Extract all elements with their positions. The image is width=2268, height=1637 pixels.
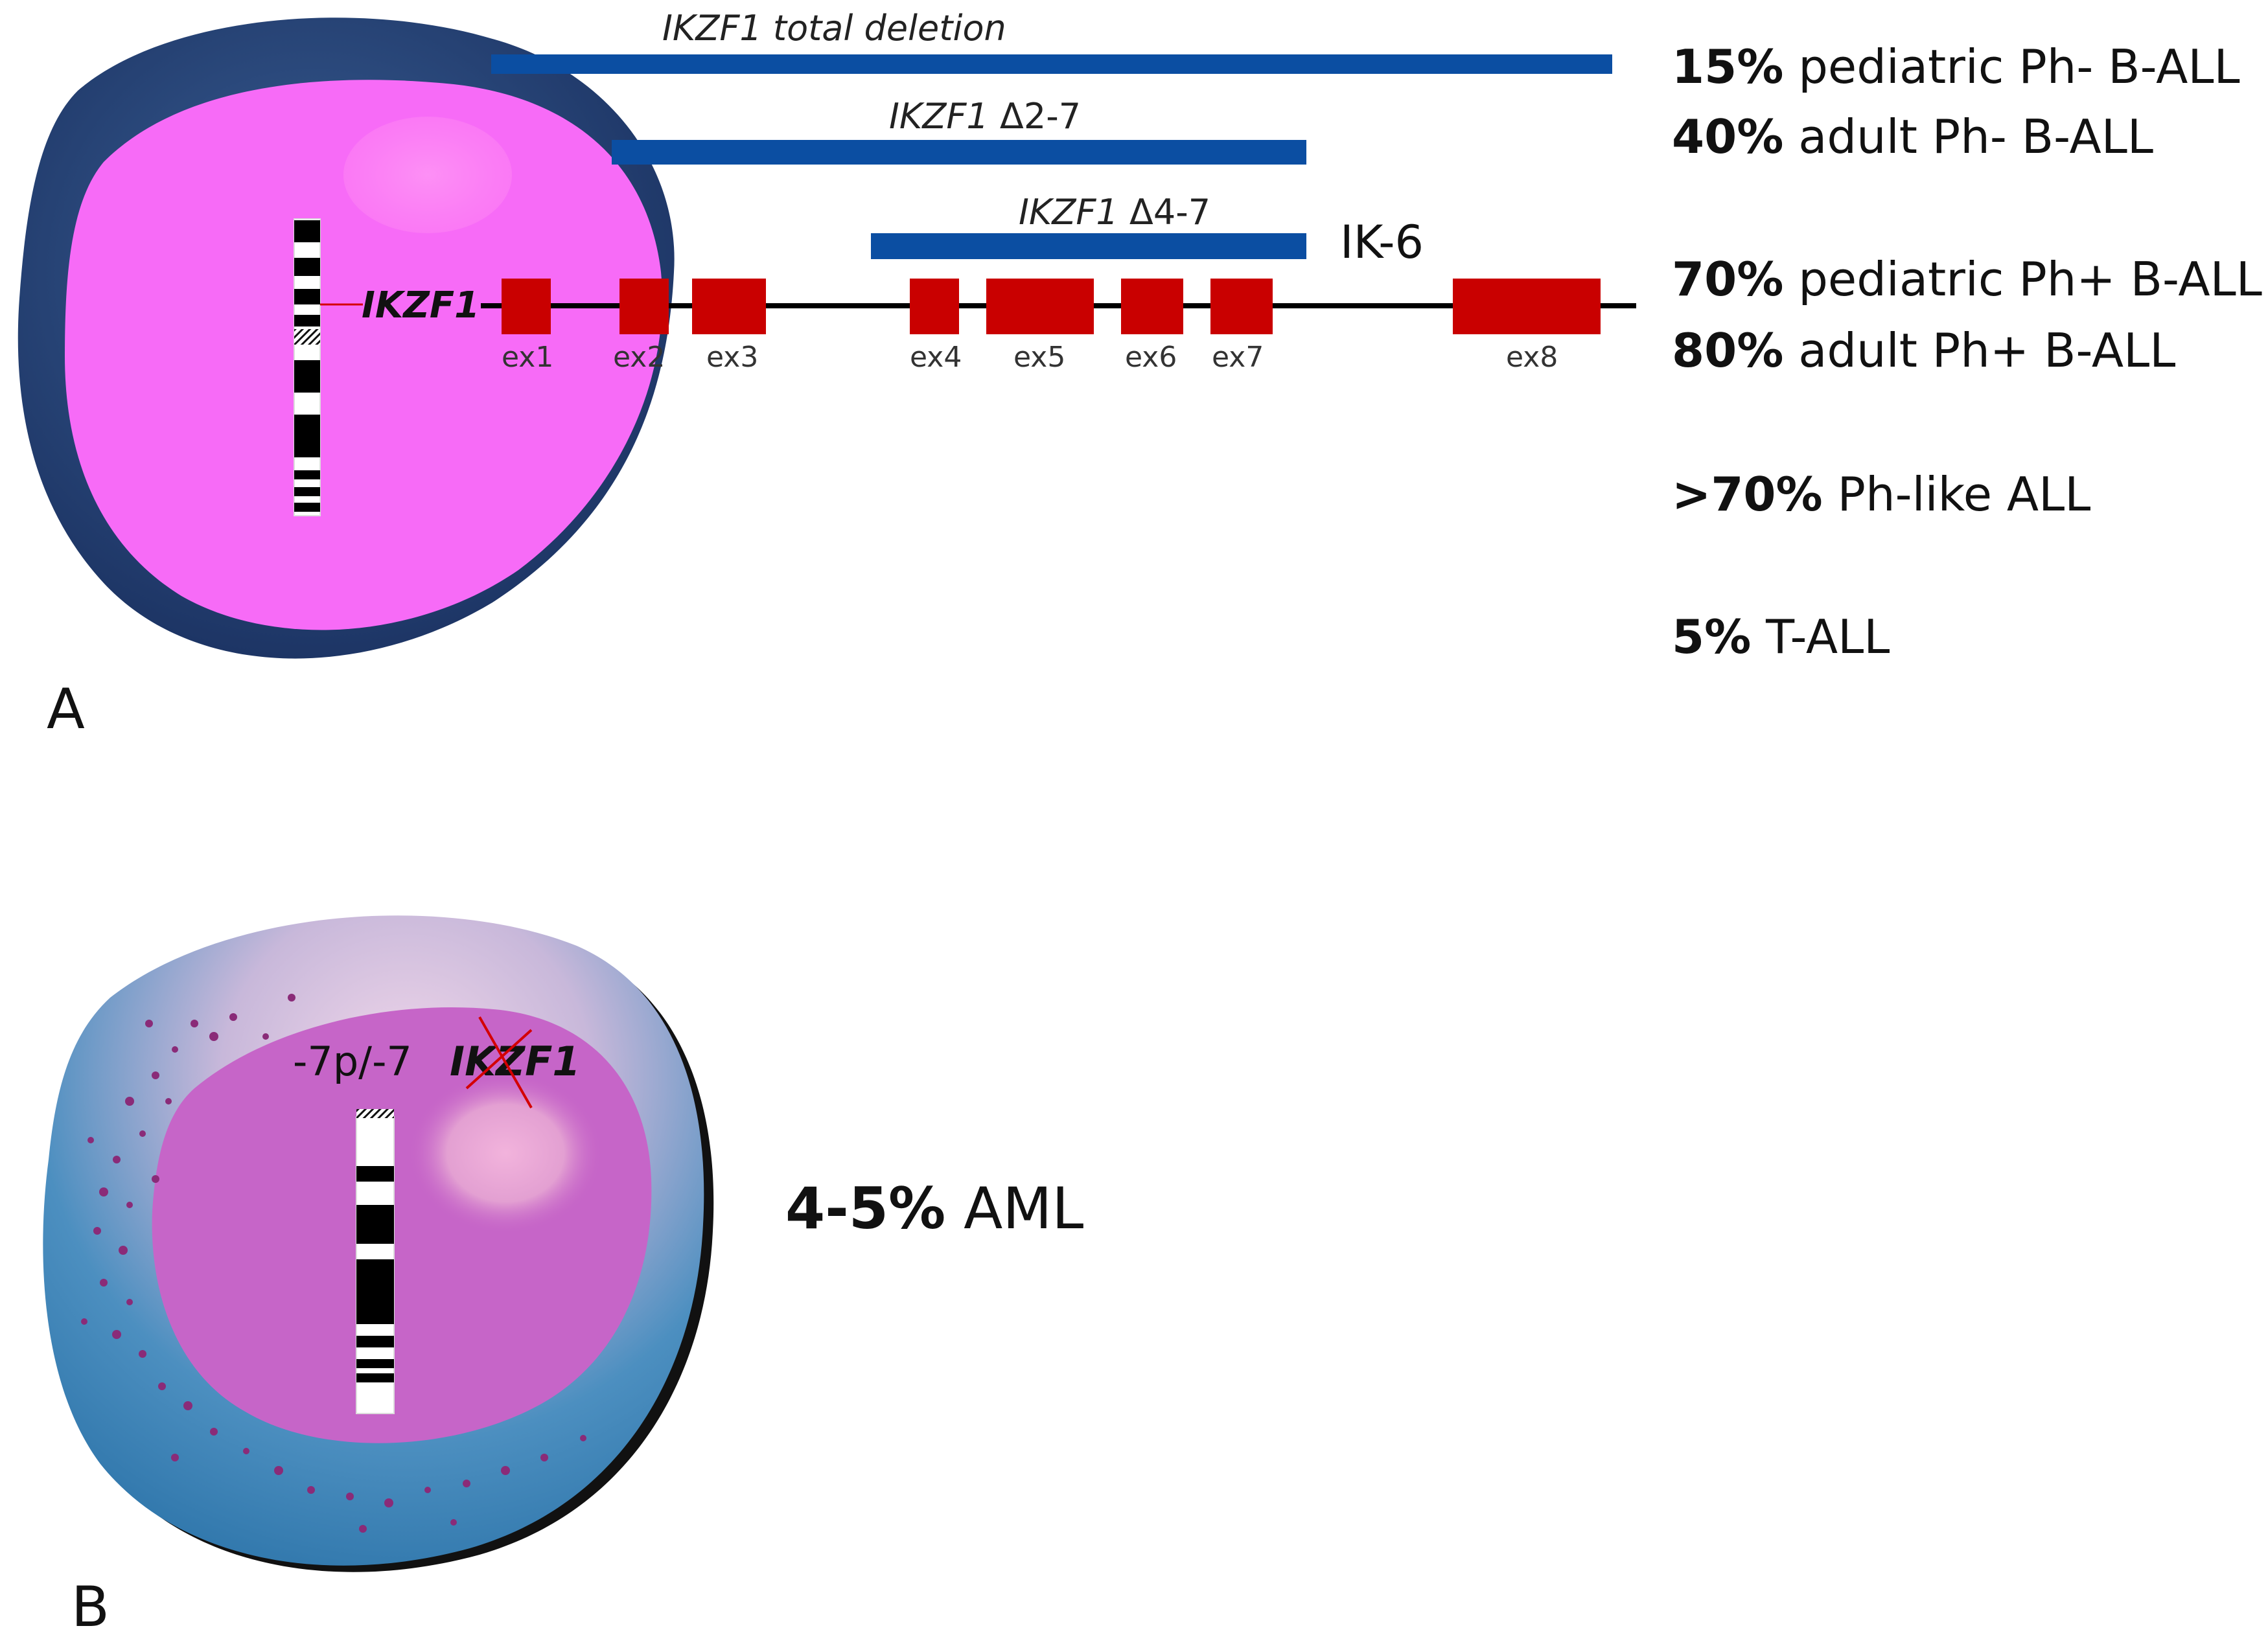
panel-letter-a: A <box>47 677 85 742</box>
cell-a-nucleolus <box>343 117 512 233</box>
exon-label: ex1 <box>502 341 553 374</box>
chromosome-label-b: -7p/-7 <box>293 1038 412 1085</box>
cell-a <box>17 17 675 659</box>
isoform-label: IK-6 <box>1340 216 1424 269</box>
deletion-label-d2-7: IKZF1 Δ2-7 <box>889 96 1081 137</box>
chromosome-7-b <box>356 1109 395 1414</box>
gene-map: IKZF1 ex1 ex2 ex3 ex4 ex5 ex6 ex7 ex8 <box>362 279 1636 374</box>
frequency-list-a: 15% pediatric Ph- B-ALL 40% adult Ph- B-… <box>1672 40 2262 664</box>
frequency-line: >70% Ph-like ALL <box>1672 467 2090 521</box>
cell-b <box>43 915 714 1572</box>
exon-box <box>619 279 669 334</box>
exon-box <box>1453 279 1601 334</box>
exon-label: ex4 <box>910 341 962 374</box>
frequency-line: 15% pediatric Ph- B-ALL <box>1672 40 2240 94</box>
exon-box <box>692 279 766 334</box>
panel-a: IKZF1 total deletion IKZF1 Δ2-7 IKZF1 Δ4… <box>17 8 2262 742</box>
deletion-bar-d2-7 <box>612 140 1306 165</box>
exon-label: ex7 <box>1212 341 1264 374</box>
exon-box <box>1210 279 1273 334</box>
exon-box <box>986 279 1094 334</box>
cell-a-nucleus <box>65 80 662 630</box>
frequency-line: 40% adult Ph- B-ALL <box>1672 109 2153 164</box>
deletion-label-d4-7: IKZF1 Δ4-7 <box>1019 192 1210 233</box>
exon-box <box>502 279 551 334</box>
exon-label: ex5 <box>1013 341 1065 374</box>
exon-label: ex2 <box>613 341 665 374</box>
deletion-bars: IKZF1 total deletion IKZF1 Δ2-7 IKZF1 Δ4… <box>491 8 1612 269</box>
frequency-line: 80% adult Ph+ B-ALL <box>1672 323 2175 378</box>
deletion-bar-total <box>491 54 1612 74</box>
exon-box <box>910 279 959 334</box>
chromosome-7-a <box>294 218 321 516</box>
deleted-gene-cross <box>465 1016 533 1108</box>
frequency-line: 5% T-ALL <box>1672 610 1890 664</box>
exon-label: ex8 <box>1506 341 1558 374</box>
exon-label: ex6 <box>1125 341 1177 374</box>
frequency-line: 70% pediatric Ph+ B-ALL <box>1672 252 2262 306</box>
cell-b-nucleolus <box>408 1072 603 1234</box>
cytoplasm-granules <box>81 994 586 1533</box>
deletion-label-total: IKZF1 total deletion <box>662 8 1006 49</box>
frequency-aml: 4-5% AML <box>785 1175 1083 1242</box>
panel-b: -7p/-7 IKZF1 4-5% AML B <box>43 915 1083 1637</box>
deletion-bar-d4-7 <box>871 233 1306 259</box>
exon-label: ex3 <box>706 341 758 374</box>
panel-letter-b: B <box>71 1575 110 1637</box>
exon-box <box>1121 279 1183 334</box>
gene-label-a: IKZF1 <box>362 284 480 326</box>
